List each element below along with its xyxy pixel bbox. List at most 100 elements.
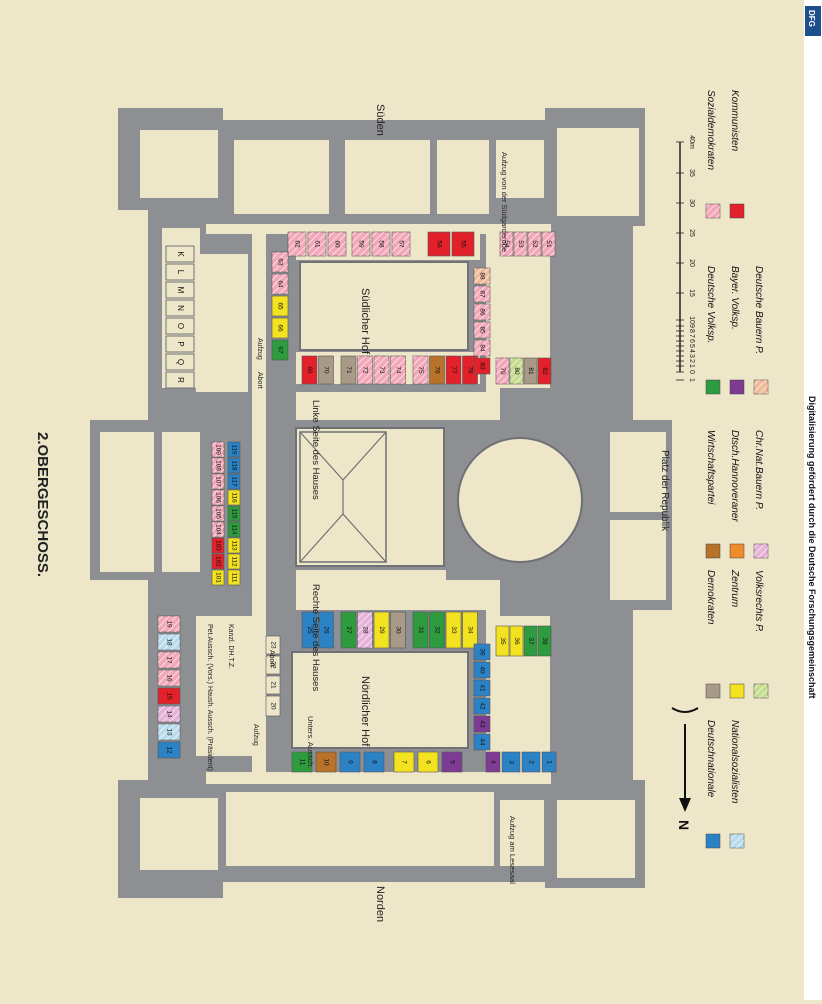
room-number-40: 40: [478, 666, 485, 674]
room-number-118: 118: [230, 460, 237, 471]
scale-tick-label: 9: [688, 324, 695, 328]
aufzug-north-label: Aufzug am Lesesaal: [508, 816, 517, 884]
room-number-36: 36: [513, 637, 520, 645]
room-69: [301, 355, 318, 385]
aufzug-label-north: Aufzug: [252, 724, 259, 746]
legend-label: Nationalsozialisten: [729, 720, 740, 804]
scale-tick-label: 1: [688, 364, 695, 368]
room-number-1: 1: [545, 760, 552, 764]
legend-swatch-hatch: [754, 380, 768, 394]
legend-swatch-hatch: [754, 684, 768, 698]
dome: [446, 420, 594, 580]
room-hatch-28: [357, 612, 373, 648]
room-hatch-88: [474, 268, 490, 284]
room-number-19: 19: [165, 620, 172, 628]
room-number-51: 51: [545, 240, 552, 248]
legend-swatch-hatch: [730, 834, 744, 848]
room-number-108: 108: [214, 460, 221, 471]
scale-tick-label: 8: [688, 329, 695, 333]
room-number-74: 74: [394, 366, 401, 374]
room-83: [473, 357, 491, 375]
room-number-21: 21: [269, 681, 276, 689]
room-number-88: 88: [478, 272, 485, 280]
north-arrow: N: [671, 707, 699, 830]
page-title: 2.OBERGESCHOSS.: [34, 432, 51, 577]
room-number-119: 119: [230, 444, 237, 455]
room-number-22: 22: [269, 661, 276, 669]
room-117: [227, 473, 241, 490]
room-hatch-17: [158, 652, 180, 668]
room-number-23: 23: [269, 641, 276, 649]
room-1: [541, 751, 557, 773]
room-number-65: 65: [276, 302, 283, 310]
room-hatch-74: [390, 356, 406, 384]
room-hatch-73: [374, 356, 389, 384]
legend-swatch: [729, 379, 745, 395]
room-number-14: 14: [165, 710, 172, 718]
room-31: [412, 611, 429, 649]
room-hatch-53: [514, 232, 527, 256]
scale-tick-label: 3: [688, 354, 695, 358]
room-number-112: 112: [230, 556, 237, 567]
room-number-102: 102: [214, 556, 221, 567]
legend-label: Deutsche Bauern P.: [753, 266, 764, 354]
room-23: [265, 635, 281, 655]
room-27: [340, 611, 357, 649]
room-hatch-58: [372, 232, 390, 256]
room-number-6: 6: [424, 760, 431, 764]
room-hatch-109: [212, 442, 224, 457]
room-number-66: 66: [276, 324, 283, 332]
legend-label: Deutsche Volksp.: [705, 266, 716, 343]
room-number-64: 64: [276, 280, 283, 288]
room-111: [227, 569, 241, 586]
room-number-87: 87: [478, 290, 485, 298]
scale-tick-label: 5: [688, 344, 695, 348]
room-hatch-16: [158, 670, 180, 686]
room-number-106: 106: [214, 492, 221, 503]
room-38: [537, 625, 552, 657]
legend-swatch: [729, 543, 745, 559]
room-8: [363, 751, 385, 773]
letter-room-label-M: M: [176, 287, 185, 294]
room-hatch-107: [212, 474, 224, 489]
room-number-85: 85: [478, 326, 485, 334]
letter-room-label-P: P: [176, 341, 185, 346]
aufzug-label: Aufzug: [256, 338, 263, 360]
aufzug-south-label: Aufzug von der Südgarderobe: [500, 152, 509, 252]
room-number-52: 52: [531, 240, 538, 248]
letter-room-label-R: R: [176, 377, 185, 383]
room-hatch-52: [528, 232, 541, 256]
room-77: [445, 355, 462, 385]
room-35: [495, 625, 510, 657]
room-55: [451, 231, 475, 257]
letter-room-R: [165, 371, 195, 389]
room-number-84: 84: [478, 344, 485, 352]
room-number-9: 9: [346, 760, 353, 764]
legend-swatch: [705, 833, 721, 849]
footer-strip-svg: Digitalisierung gefördert durch die Deut…: [805, 6, 821, 699]
room-number-55: 55: [459, 240, 466, 248]
room-hatch-75: [413, 356, 428, 384]
room-number-44: 44: [478, 738, 485, 746]
letter-room-M: [165, 281, 195, 299]
right-side-label: Rechte Seite des Hauses: [310, 584, 321, 691]
room-number-114: 114: [230, 524, 237, 535]
unters-aussch-label: Unters. Aussch.: [306, 716, 315, 769]
legend-label: Sozialdemokraten: [705, 90, 716, 170]
room-number-17: 17: [165, 656, 172, 664]
room-number-115: 115: [230, 508, 237, 519]
legend-swatch: [729, 203, 745, 219]
room-26: [318, 611, 334, 649]
abort-label-north: Abort: [268, 650, 275, 667]
room-number-16: 16: [165, 674, 172, 682]
room-number-2: 2: [527, 760, 534, 764]
room-7: [393, 751, 415, 773]
room-6: [417, 751, 439, 773]
room-number-104: 104: [214, 524, 221, 535]
room-hatch-61: [308, 232, 326, 256]
room-number-60: 60: [333, 240, 340, 248]
room-20: [265, 695, 281, 717]
room-number-61: 61: [313, 240, 320, 248]
